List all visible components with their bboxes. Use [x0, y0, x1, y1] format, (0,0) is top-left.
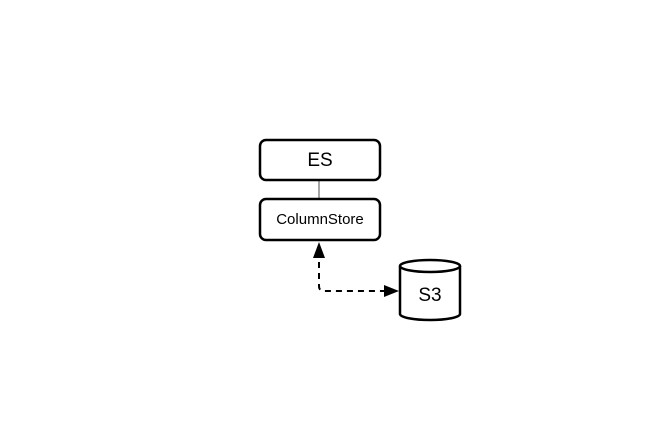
columnstore-label: ColumnStore	[276, 211, 364, 228]
s3-cylinder-top	[398, 258, 462, 274]
columnstore-box	[258, 197, 382, 242]
arrowhead-right-icon	[384, 285, 399, 297]
s3-node[interactable]: S3	[398, 258, 462, 322]
columnstore-s3-connector	[318, 262, 390, 292]
es-node[interactable]: ES	[258, 138, 382, 182]
arrowhead-up-icon	[313, 242, 325, 258]
s3-label: S3	[418, 285, 441, 306]
s3-cylinder-body	[398, 266, 462, 322]
columnstore-node[interactable]: ColumnStore	[258, 197, 382, 242]
es-box	[258, 138, 382, 182]
es-label: ES	[307, 150, 332, 171]
